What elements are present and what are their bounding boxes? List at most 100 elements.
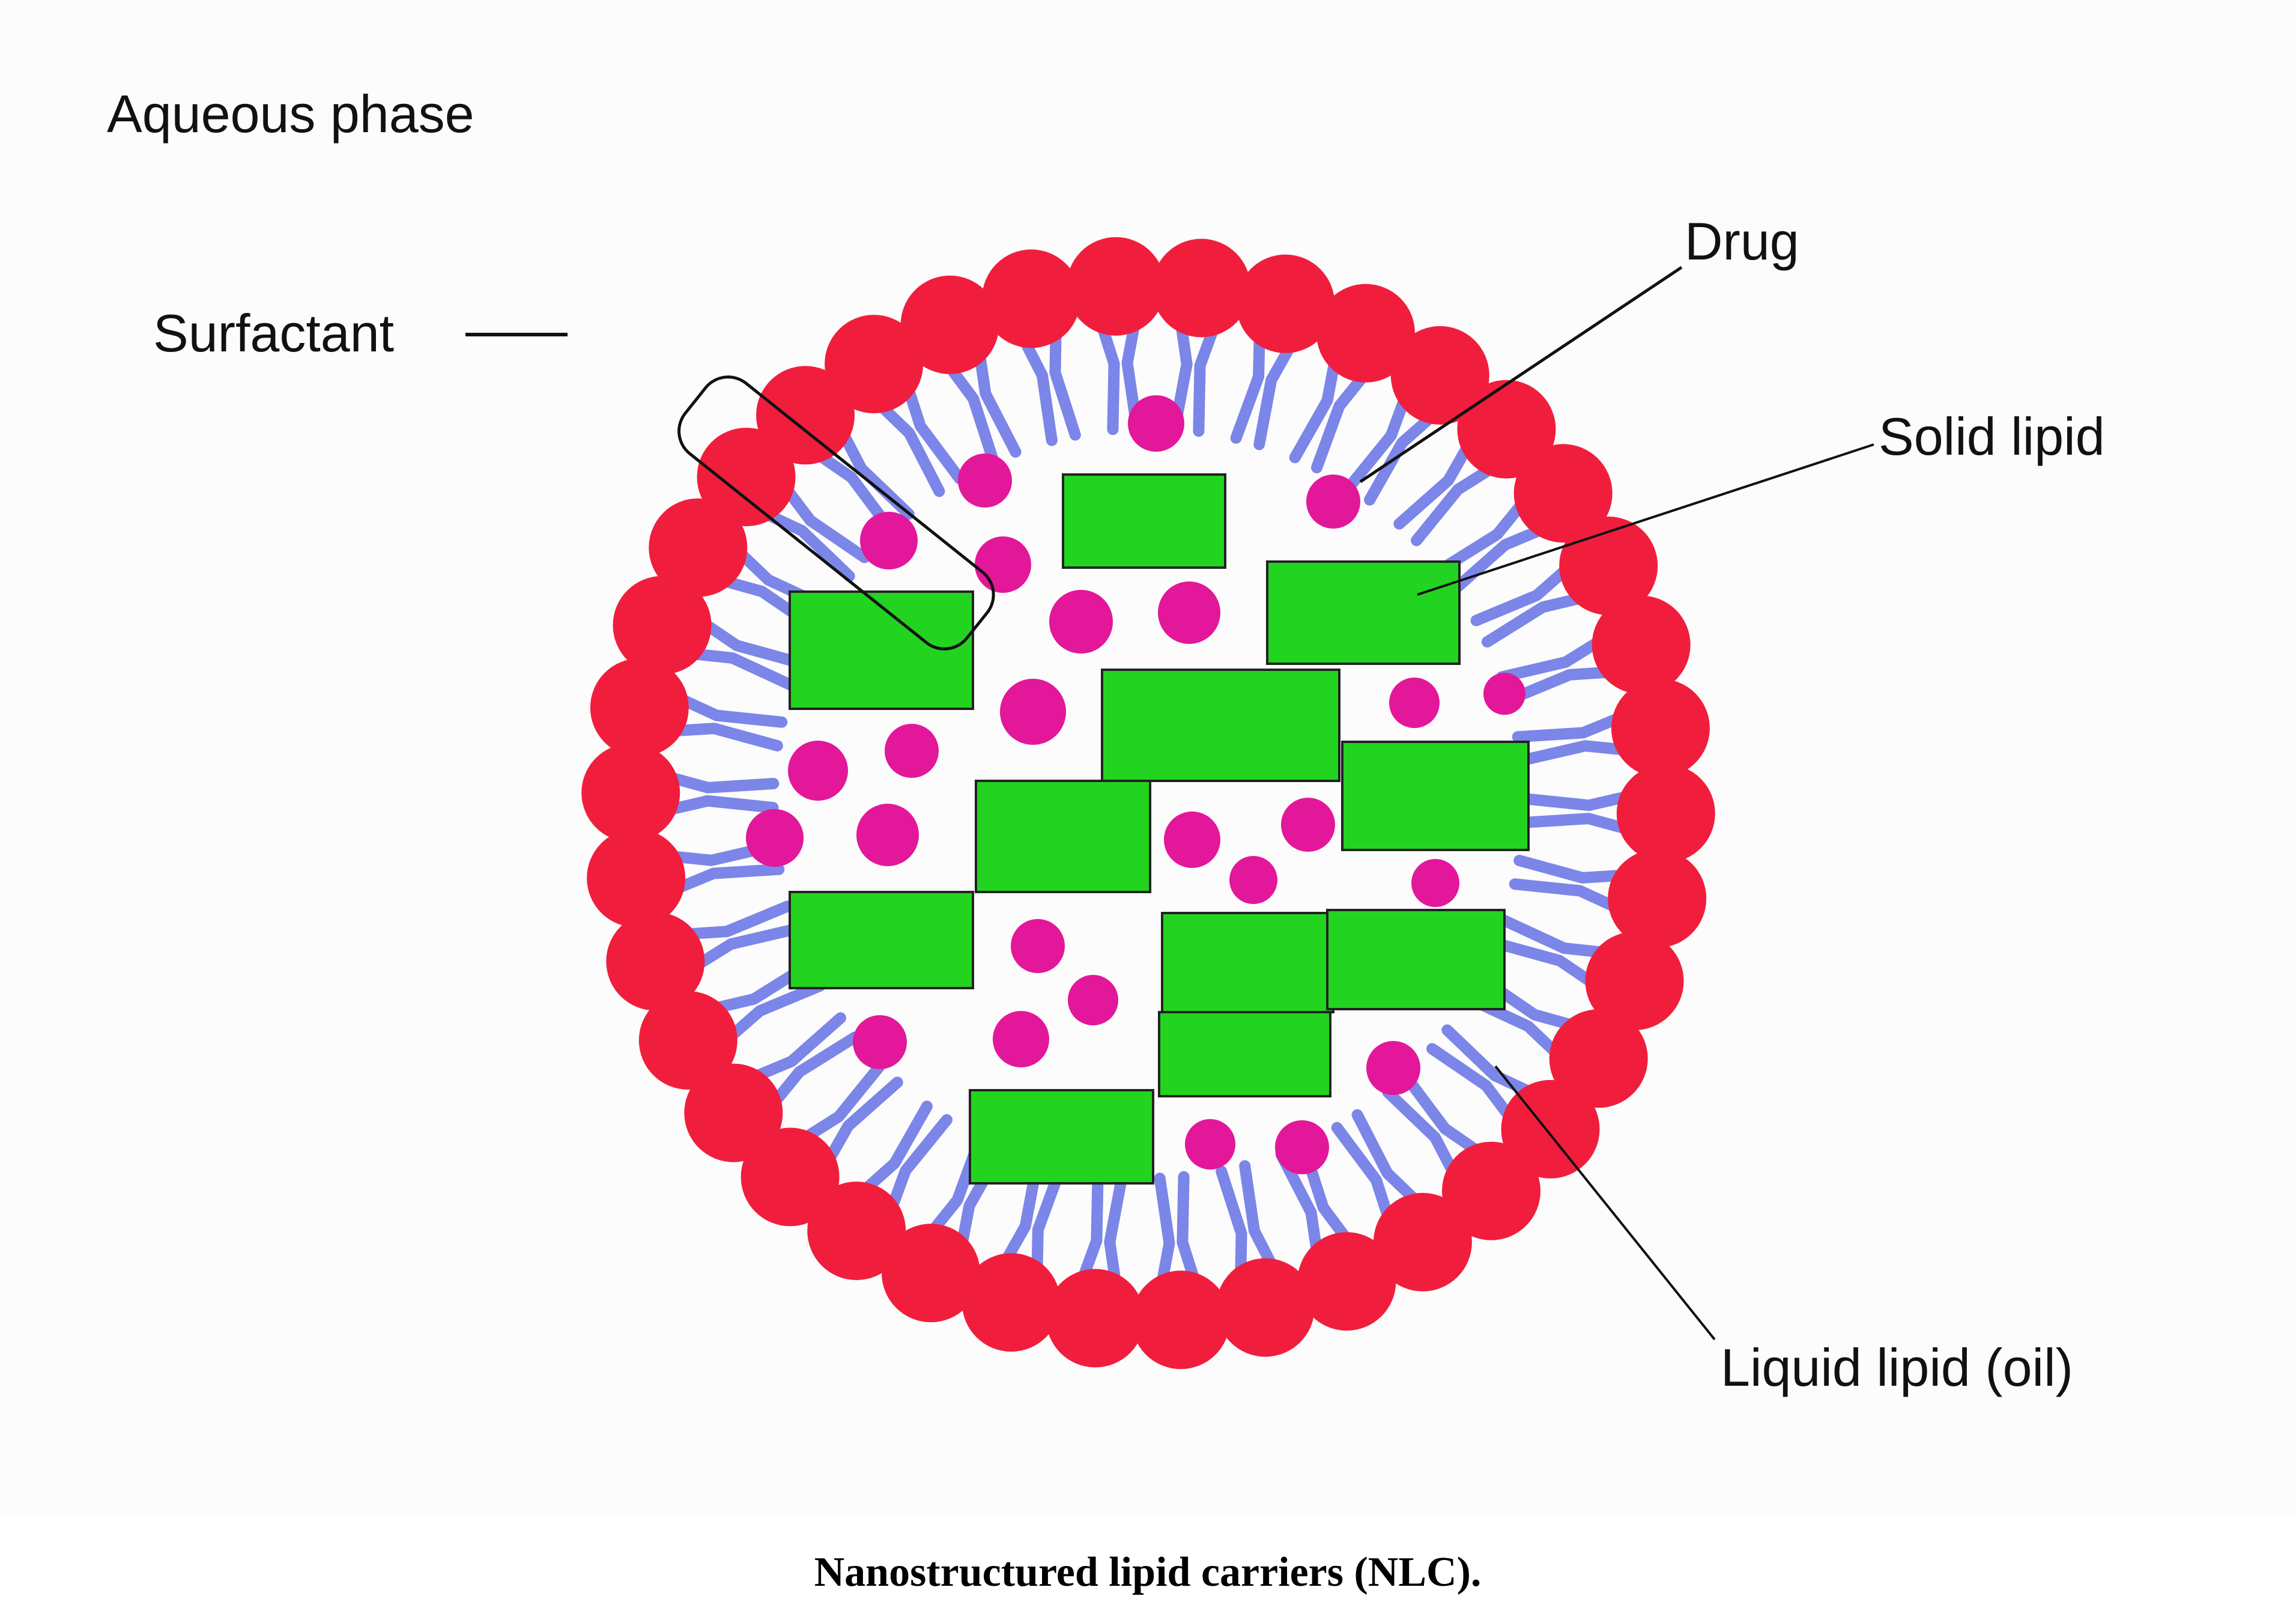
surfactant-molecule xyxy=(1436,444,1613,594)
leader-line-liquid-lipid xyxy=(1494,1065,1716,1341)
drug-particle xyxy=(1128,395,1184,452)
surfactant-head xyxy=(982,249,1081,348)
drug-particle xyxy=(1411,859,1459,907)
surfactant-tail xyxy=(1518,790,1636,812)
solid-lipid-block xyxy=(1161,912,1334,1013)
surfactant-tail xyxy=(1154,1173,1175,1291)
drug-particle xyxy=(958,454,1012,508)
solid-lipid-block xyxy=(969,1089,1154,1185)
surfactant-head xyxy=(581,743,680,842)
surfactant-head xyxy=(638,991,738,1090)
surfactant-tail xyxy=(1436,496,1530,575)
surfactant-tail xyxy=(1049,324,1081,441)
drug-particle xyxy=(1185,1119,1235,1170)
surfactant-head xyxy=(684,1063,783,1162)
surfactant-tail xyxy=(1331,1121,1395,1226)
surfactant-tail xyxy=(1426,1043,1518,1126)
surfactant-tail xyxy=(1491,937,1601,991)
solid-lipid-block xyxy=(975,780,1151,893)
surfactant-molecule xyxy=(900,275,1022,467)
drug-particle xyxy=(1281,798,1335,852)
surfactant-tail xyxy=(1095,318,1120,435)
solid-lipid-block xyxy=(789,891,974,989)
solid-lipid-block xyxy=(1062,473,1226,569)
surfactant-tail xyxy=(1411,461,1500,547)
surfactant-molecule xyxy=(825,315,966,497)
surfactant-head xyxy=(587,828,686,927)
drug-group xyxy=(746,395,1525,1174)
surfactant-head xyxy=(1216,1258,1315,1357)
surfactant-tail xyxy=(661,795,779,816)
surfactant-tail xyxy=(1470,562,1574,627)
surfactant-molecule xyxy=(684,1012,861,1162)
surfactant-head xyxy=(1611,679,1710,778)
surfactant-head xyxy=(1442,1141,1540,1240)
drug-particle xyxy=(1164,812,1220,868)
leader-line-drug xyxy=(1359,265,1683,484)
solid-lipid-block xyxy=(1101,669,1340,782)
surfactant-molecule xyxy=(1470,517,1658,648)
surfactant-molecule xyxy=(1496,595,1691,706)
surfactant-tail xyxy=(672,692,788,728)
surfactant-tail xyxy=(722,980,826,1045)
surfactant-tail xyxy=(1441,1024,1539,1099)
label-surfactant: Surfactant xyxy=(153,303,394,363)
surfactant-highlight-box xyxy=(677,375,995,651)
surfactant-tail xyxy=(1364,409,1440,506)
surfactant-tail xyxy=(661,771,780,793)
solid-lipid-block xyxy=(1158,1011,1331,1097)
label-solid-lipid: Solid lipid xyxy=(1879,407,2105,466)
surfactant-tail xyxy=(1289,353,1341,464)
surfactant-molecule xyxy=(1289,284,1415,473)
solid-lipid-block xyxy=(1341,741,1530,851)
leader-line-solid-lipid xyxy=(1417,443,1874,596)
surfactant-tail xyxy=(747,1012,846,1084)
surfactant-head xyxy=(1457,380,1556,479)
surfactant-tail xyxy=(822,1076,903,1168)
surfactant-head xyxy=(1549,1009,1648,1108)
surfactant-tail xyxy=(1512,711,1628,743)
surfactant-tail xyxy=(1509,878,1625,914)
surfactant-molecule xyxy=(1491,915,1684,1031)
solid-lipid-block xyxy=(1266,560,1461,665)
drug-particle xyxy=(788,741,848,801)
surfactant-molecule xyxy=(1382,1070,1540,1240)
surfactant-molecule xyxy=(587,828,785,927)
surfactant-head xyxy=(825,315,924,414)
surfactant-head xyxy=(900,275,999,374)
surfactant-tail xyxy=(1481,592,1590,648)
surfactant-head xyxy=(1592,595,1691,694)
drug-particle xyxy=(746,809,804,867)
surfactant-head xyxy=(697,428,796,527)
surfactant-tail xyxy=(873,398,945,497)
surfactant-tail xyxy=(857,1100,933,1197)
surfactant-tail xyxy=(1499,915,1612,959)
drug-particle xyxy=(993,1011,1049,1067)
surfactant-head xyxy=(1608,849,1707,948)
surfactant-tail xyxy=(1382,1086,1461,1181)
surfactant-tail xyxy=(942,359,999,467)
surfactant-molecule xyxy=(982,249,1081,446)
drug-particle xyxy=(1011,919,1065,973)
surfactant-molecule xyxy=(1509,849,1707,948)
surfactant-tail xyxy=(1513,855,1631,884)
surfactant-molecule xyxy=(741,1060,903,1227)
drug-particle xyxy=(885,724,939,778)
drug-particle xyxy=(975,536,1031,593)
surfactant-tail xyxy=(767,1031,861,1111)
surfactant-tail xyxy=(666,723,783,751)
drug-particle xyxy=(1389,678,1440,728)
surfactant-molecule xyxy=(1216,1160,1315,1357)
surfactant-tail xyxy=(1193,320,1220,437)
surfactant-molecule xyxy=(1517,764,1715,863)
drug-particle xyxy=(1229,856,1277,904)
surfactant-head xyxy=(1067,237,1165,336)
surfactant-molecule xyxy=(1393,380,1556,547)
surfactant-head xyxy=(606,912,705,1011)
solid-lipid-group xyxy=(789,473,1530,1185)
surfactant-head xyxy=(1152,238,1251,338)
surfactant-tail xyxy=(668,863,785,896)
surfactant-tail xyxy=(1275,1148,1323,1260)
surfactant-tail xyxy=(901,380,966,485)
surfactant-tail xyxy=(1517,813,1635,836)
